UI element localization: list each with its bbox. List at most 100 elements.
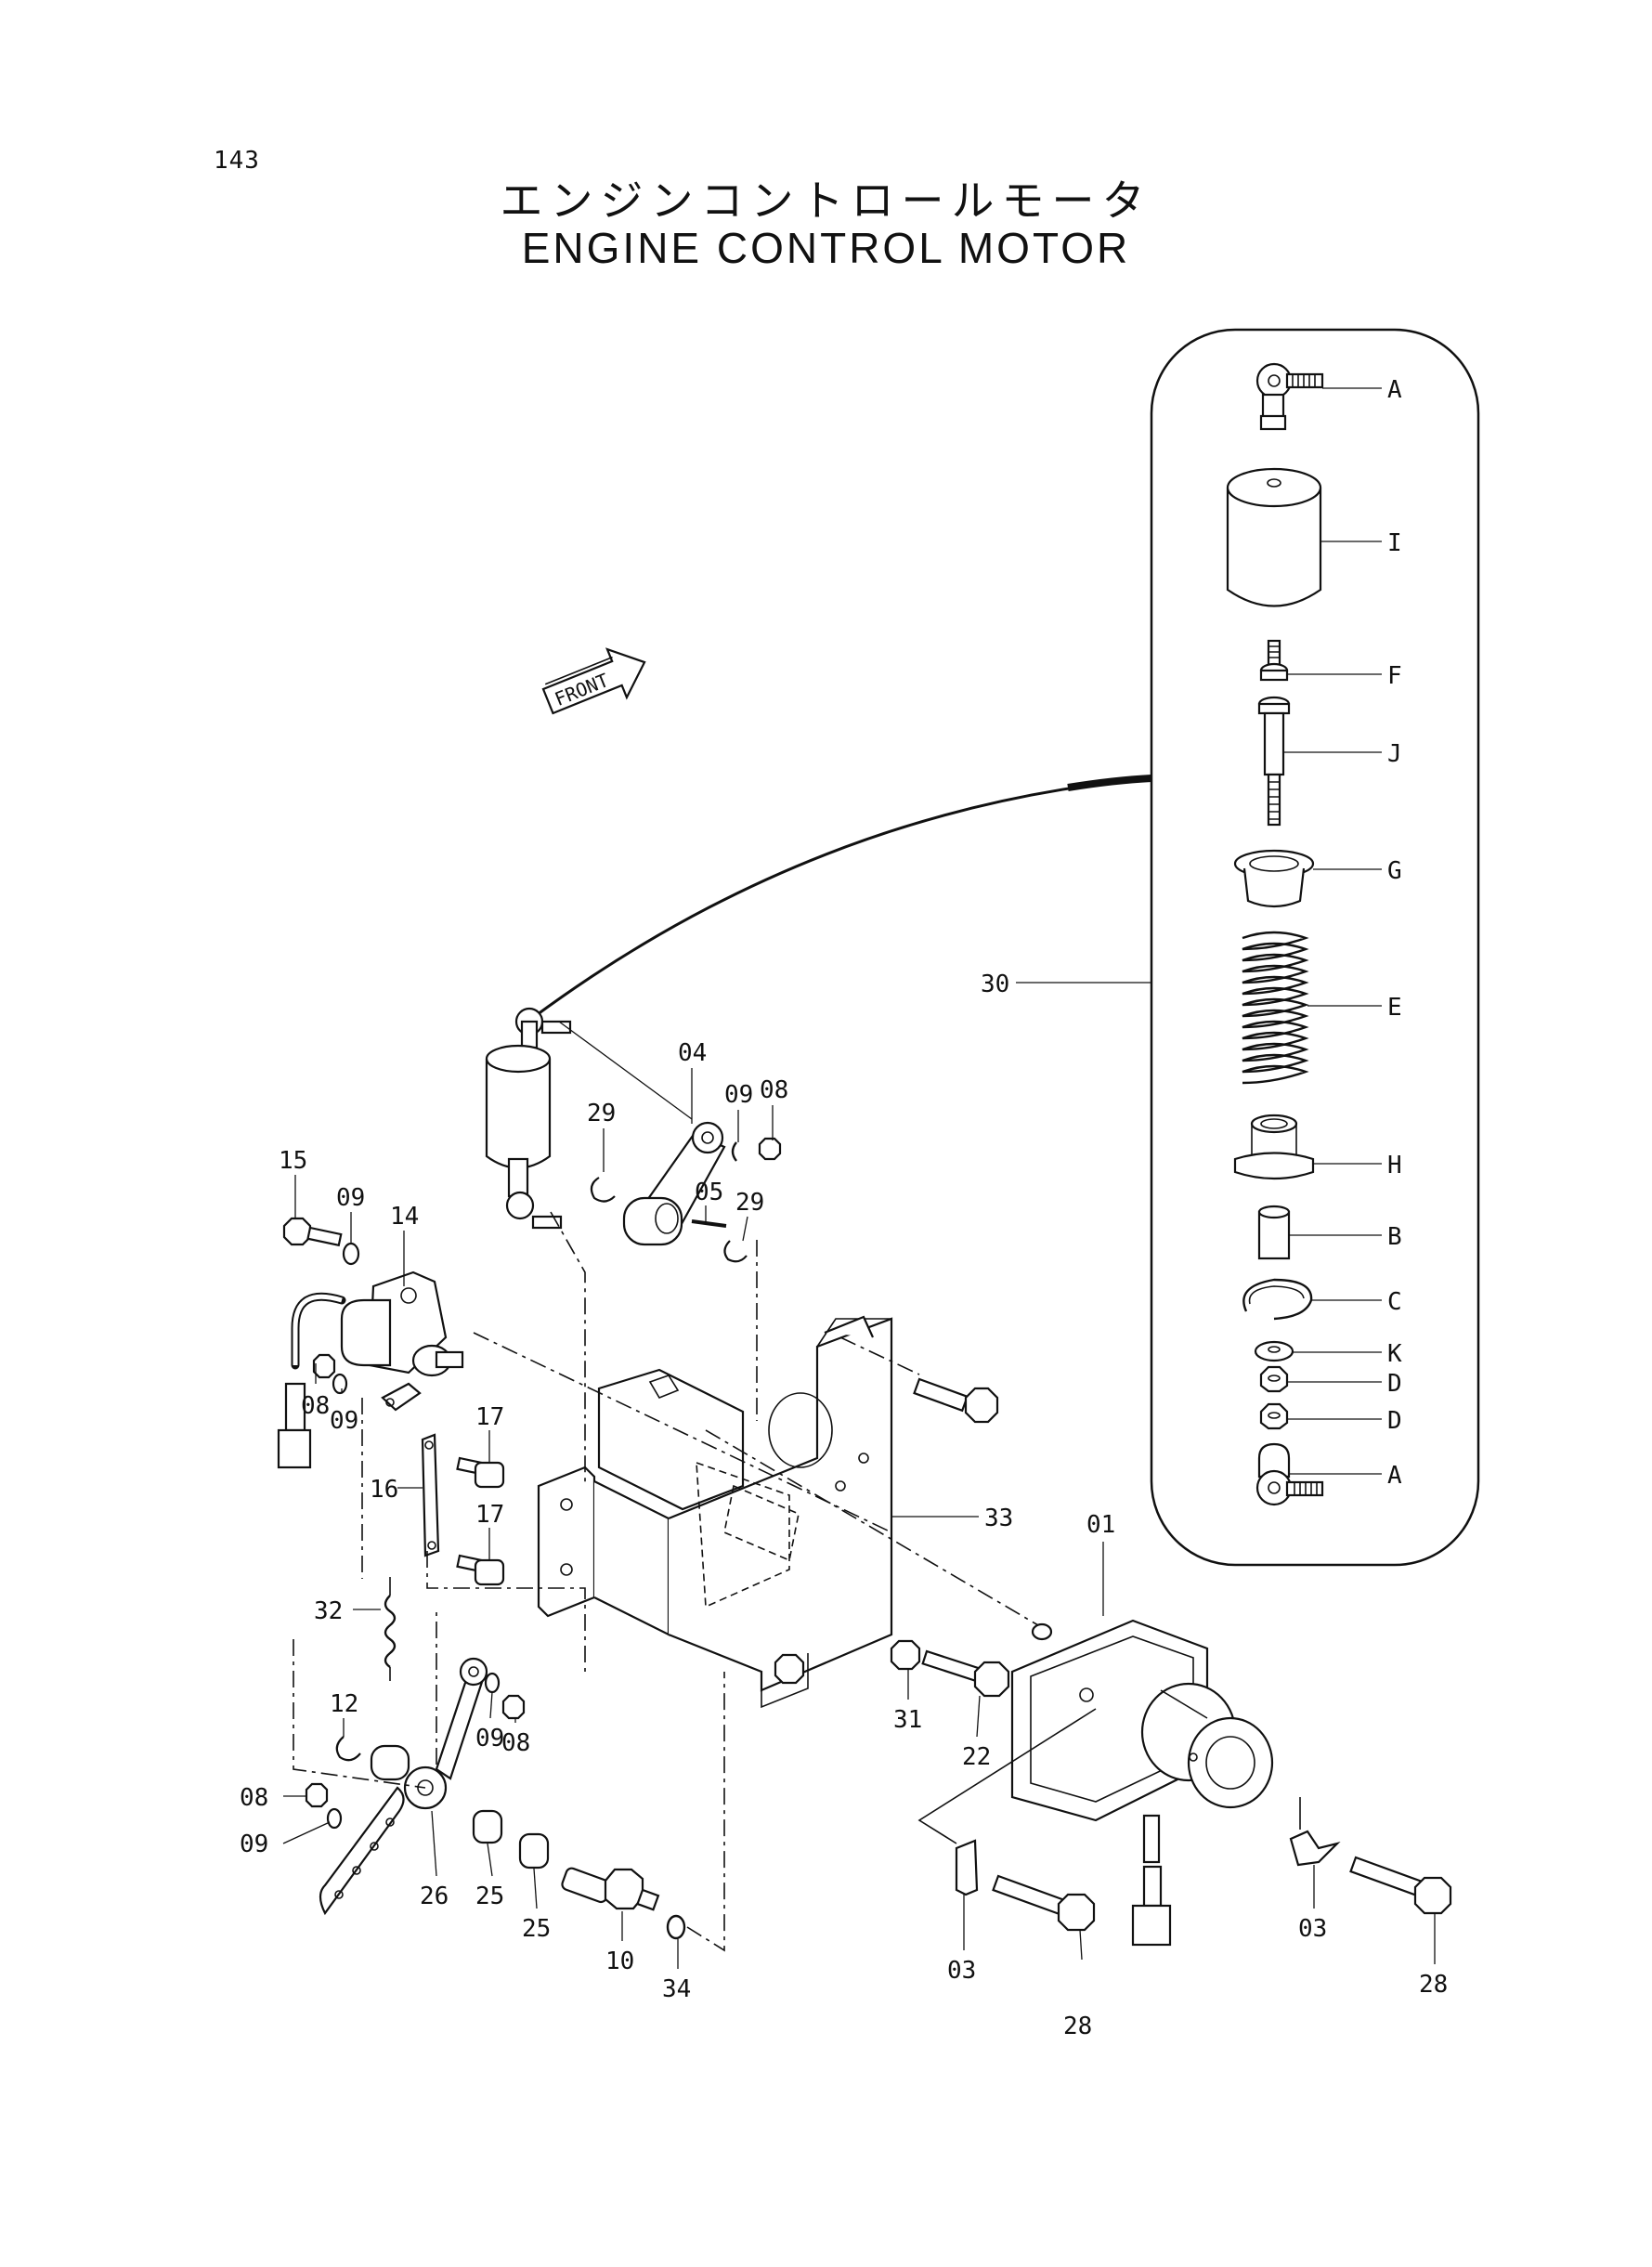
spring-32 — [384, 1595, 397, 1668]
ball-joint-top — [1255, 362, 1324, 431]
nut-D-2 — [1259, 1402, 1289, 1430]
label-K: K — [1387, 1340, 1402, 1368]
pin-J — [1257, 696, 1291, 827]
callout-33: 33 — [984, 1505, 1013, 1532]
callout-01: 01 — [1086, 1511, 1115, 1539]
nut-08-top — [758, 1137, 782, 1161]
label-D-2: D — [1387, 1407, 1402, 1435]
label-A-bottom: A — [1387, 1462, 1402, 1490]
clamp-03-b — [1289, 1830, 1341, 1867]
callout-08-b: 08 — [301, 1392, 330, 1420]
label-I: I — [1387, 529, 1402, 557]
callout-28-b: 28 — [1419, 1971, 1448, 1999]
callout-09-e: 09 — [475, 1725, 504, 1752]
callout-15: 15 — [279, 1147, 307, 1175]
sleeve-B — [1257, 1205, 1291, 1260]
callout-09-b: 09 — [336, 1184, 365, 1212]
callout-29-b: 29 — [735, 1189, 764, 1217]
label-F: F — [1387, 662, 1402, 690]
title-english: ENGINE CONTROL MOTOR — [521, 224, 1131, 272]
washer-34 — [666, 1914, 686, 1940]
bolt-28-a — [992, 1874, 1096, 1932]
snap-ring-C — [1242, 1278, 1313, 1321]
callout-25-a: 25 — [475, 1883, 504, 1910]
bolt-17-a — [456, 1456, 505, 1489]
washer-K — [1254, 1340, 1294, 1362]
clip-29-a — [590, 1177, 616, 1203]
label-D-1: D — [1387, 1370, 1402, 1398]
damper-cylinder — [485, 1007, 572, 1230]
nut-08-lower-left — [305, 1782, 329, 1808]
callout-16: 16 — [370, 1476, 398, 1504]
callout-10: 10 — [605, 1948, 634, 1975]
page-number: 143 — [214, 147, 260, 175]
callout-25-b: 25 — [522, 1915, 551, 1943]
nut-08-left — [312, 1353, 336, 1379]
callout-09-c: 09 — [330, 1407, 358, 1435]
bracket-33 — [537, 1315, 893, 1709]
callout-34: 34 — [662, 1975, 691, 2003]
label-A-top: A — [1387, 376, 1402, 404]
callout-28-a: 28 — [1063, 2013, 1092, 2040]
motor-14 — [340, 1270, 464, 1412]
nut-D-1 — [1259, 1365, 1289, 1393]
callout-08-d: 08 — [501, 1729, 530, 1757]
lever-26 — [319, 1657, 488, 1916]
callout-29-a: 29 — [587, 1100, 616, 1127]
label-H: H — [1387, 1152, 1402, 1179]
connector-14 — [277, 1428, 312, 1469]
callout-22: 22 — [962, 1743, 991, 1771]
screw-15 — [282, 1217, 343, 1247]
nut-08-mid — [501, 1694, 526, 1720]
callout-31: 31 — [893, 1706, 922, 1734]
pin-05 — [691, 1219, 727, 1228]
callout-08-top: 08 — [760, 1076, 788, 1104]
flanged-bush-H — [1233, 1114, 1315, 1180]
link-16 — [421, 1433, 440, 1557]
shaft-10 — [561, 1867, 660, 1911]
label-B: B — [1387, 1223, 1402, 1251]
label-E: E — [1387, 994, 1402, 1022]
title-japanese: エンジンコントロールモータ — [500, 176, 1152, 226]
bolt-upper-right — [913, 1377, 999, 1424]
clip-12 — [335, 1736, 361, 1762]
lever-04 — [622, 1121, 726, 1246]
cover-cylinder — [1226, 467, 1322, 607]
connector-01 — [1131, 1904, 1172, 1947]
bushing-25-a — [472, 1809, 503, 1844]
bushing-25-b — [518, 1832, 550, 1870]
callout-12: 12 — [330, 1690, 358, 1718]
label-30: 30 — [981, 971, 1009, 998]
callout-08-c: 08 — [240, 1784, 268, 1812]
bolt-17-b — [456, 1554, 505, 1586]
callout-04: 04 — [678, 1039, 707, 1067]
callout-09-d: 09 — [240, 1831, 268, 1858]
label-J: J — [1387, 740, 1402, 768]
small-bolt-F — [1259, 639, 1289, 682]
spring-E — [1242, 931, 1309, 1085]
callout-14: 14 — [390, 1203, 419, 1231]
label-C: C — [1387, 1288, 1402, 1316]
callout-17-a: 17 — [475, 1403, 504, 1431]
callout-26: 26 — [420, 1883, 449, 1910]
clip-29-b — [723, 1240, 748, 1263]
callout-05: 05 — [695, 1179, 723, 1206]
callout-32: 32 — [314, 1597, 343, 1625]
bolt-22 — [921, 1649, 1010, 1698]
inset-panel: A I F — [533, 328, 1480, 1567]
callout-09-top: 09 — [724, 1081, 753, 1109]
clamp-03-a — [955, 1839, 979, 1896]
ball-joint-bottom — [1255, 1442, 1324, 1506]
actuator-motor-01 — [1010, 1619, 1274, 1947]
bolt-28-b — [1349, 1856, 1452, 1915]
callout-03-a: 03 — [947, 1957, 976, 1985]
nut-31 — [890, 1639, 921, 1671]
callout-17-b: 17 — [475, 1501, 504, 1529]
callout-03-b: 03 — [1298, 1915, 1327, 1943]
label-G: G — [1387, 857, 1402, 885]
flanged-cup-G — [1233, 849, 1315, 908]
front-arrow: FRONT — [541, 647, 646, 715]
linkage-rod-curve — [533, 776, 1152, 1019]
